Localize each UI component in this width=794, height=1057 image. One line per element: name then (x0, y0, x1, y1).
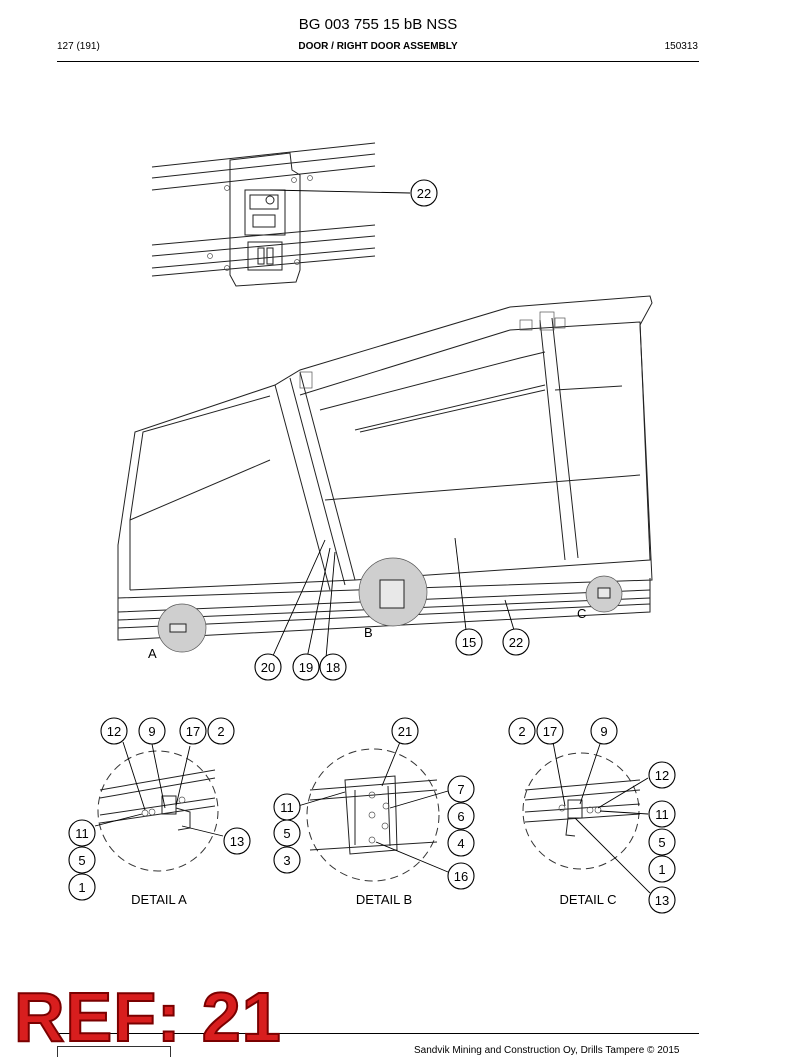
document-id: BG 003 755 15 bB NSS (298, 16, 458, 33)
callout-c-1: 1 (648, 855, 676, 883)
svg-text:20: 20 (261, 660, 275, 675)
callout-c-5: 5 (648, 828, 676, 856)
footer-rule (57, 1033, 699, 1034)
callout-c-12: 12 (648, 761, 676, 789)
footer-copyright: Sandvik Mining and Construction Oy, Dril… (414, 1045, 680, 1056)
callout-15: 15 (455, 628, 483, 656)
svg-text:1: 1 (658, 862, 665, 877)
callout-b-7: 7 (447, 775, 475, 803)
section-title: DOOR / RIGHT DOOR ASSEMBLY (298, 41, 458, 52)
svg-text:13: 13 (230, 834, 244, 849)
callout-22-top: 22 (410, 179, 438, 207)
svg-text:7: 7 (457, 782, 464, 797)
svg-text:22: 22 (417, 186, 431, 201)
callout-c-9: 9 (590, 717, 618, 745)
svg-text:17: 17 (543, 724, 557, 739)
svg-text:11: 11 (75, 826, 89, 841)
svg-text:5: 5 (658, 835, 665, 850)
svg-text:17: 17 (186, 724, 200, 739)
view-letter-a: A (148, 646, 157, 661)
svg-text:9: 9 (600, 724, 607, 739)
svg-text:21: 21 (398, 724, 412, 739)
svg-text:2: 2 (518, 724, 525, 739)
callout-a-12: 12 (100, 717, 128, 745)
svg-text:9: 9 (148, 724, 155, 739)
callout-19: 19 (292, 653, 320, 681)
callout-c-2: 2 (508, 717, 536, 745)
svg-text:1: 1 (78, 880, 85, 895)
svg-text:15: 15 (462, 635, 476, 650)
page-number: 127 (191) (57, 41, 100, 52)
detail-b-drawing (297, 741, 449, 882)
svg-text:16: 16 (454, 869, 468, 884)
svg-text:19: 19 (299, 660, 313, 675)
callout-b-21: 21 (391, 717, 419, 745)
callout-b-11: 11 (273, 793, 301, 821)
svg-text:12: 12 (107, 724, 121, 739)
svg-text:3: 3 (283, 853, 290, 868)
callout-20: 20 (254, 653, 282, 681)
callout-a-9: 9 (138, 717, 166, 745)
callout-b-16: 16 (447, 862, 475, 890)
detail-a-drawing (94, 741, 224, 872)
svg-text:11: 11 (280, 800, 294, 815)
detail-c-drawing (522, 741, 651, 894)
view-letter-c: C (577, 606, 586, 621)
svg-text:13: 13 (655, 893, 669, 908)
revision-code: 150313 (664, 41, 698, 52)
ref-stamp: REF: 21 (13, 978, 282, 1056)
callout-a-1: 1 (68, 873, 96, 901)
svg-text:2: 2 (217, 724, 224, 739)
callout-a-11: 11 (68, 819, 96, 847)
svg-text:22: 22 (509, 635, 523, 650)
svg-text:18: 18 (326, 660, 340, 675)
detail-b-label: DETAIL B (356, 892, 412, 907)
svg-text:5: 5 (78, 853, 85, 868)
callout-18: 18 (319, 653, 347, 681)
svg-text:4: 4 (457, 836, 464, 851)
callout-a-17: 17 (179, 717, 207, 745)
door-assembly-drawing (117, 295, 653, 659)
svg-text:6: 6 (457, 809, 464, 824)
company-logo (57, 1046, 171, 1057)
detail-c-label: DETAIL C (559, 892, 616, 907)
callout-b-4: 4 (447, 829, 475, 857)
handle-inset-drawing (151, 142, 411, 287)
callout-b-3: 3 (273, 846, 301, 874)
callout-c-11: 11 (648, 800, 676, 828)
callout-a-13: 13 (223, 827, 251, 855)
detail-a-label: DETAIL A (131, 892, 187, 907)
header-rule (57, 61, 699, 62)
callout-b-5: 5 (273, 819, 301, 847)
callout-22: 22 (502, 628, 530, 656)
callout-a-2: 2 (207, 717, 235, 745)
svg-text:11: 11 (655, 807, 669, 822)
callout-c-13: 13 (648, 886, 676, 914)
callout-c-17: 17 (536, 717, 564, 745)
callout-b-6: 6 (447, 802, 475, 830)
callout-a-5: 5 (68, 846, 96, 874)
svg-text:5: 5 (283, 826, 290, 841)
view-letter-b: B (364, 625, 373, 640)
svg-text:12: 12 (655, 768, 669, 783)
